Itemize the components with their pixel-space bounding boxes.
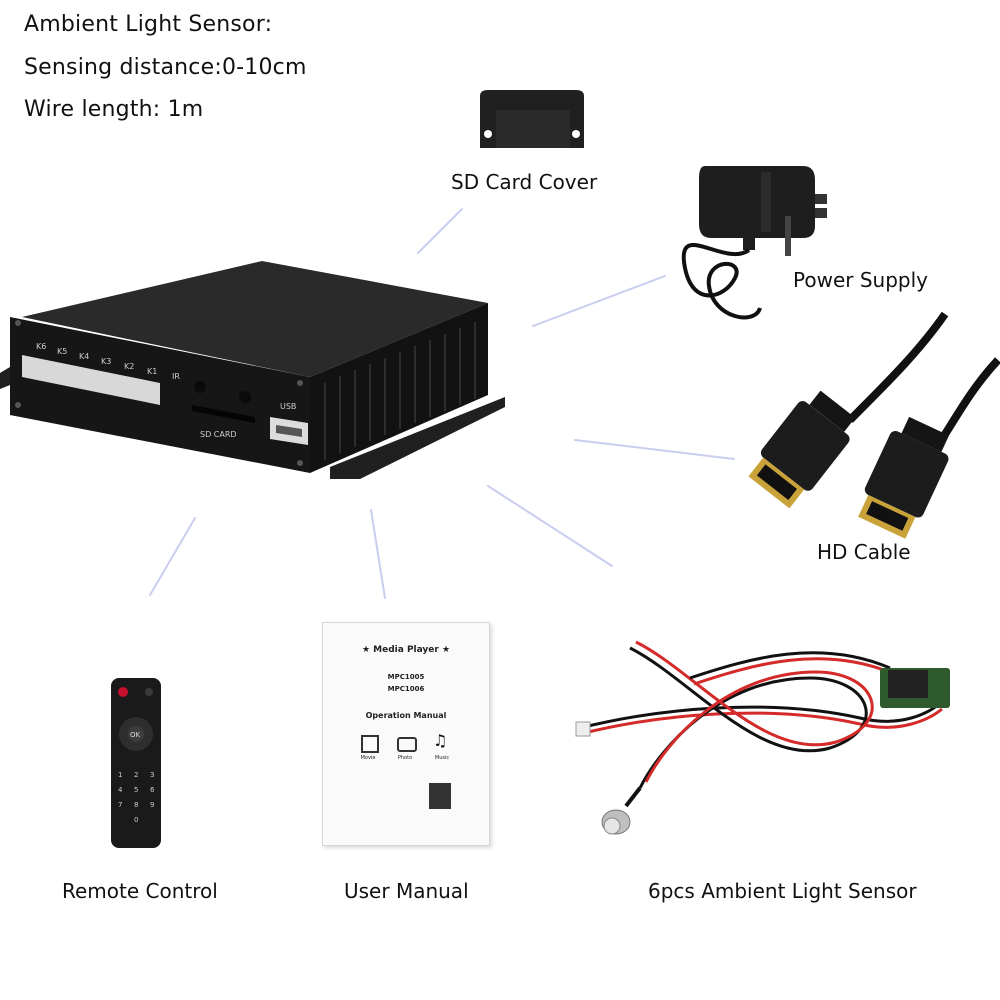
power-supply-image	[681, 166, 827, 320]
label-hd-cable: HD Cable	[817, 540, 911, 564]
movie-icon	[361, 735, 379, 753]
manual-icon-label: Photo	[397, 755, 413, 761]
device-button-label: K2	[124, 362, 134, 371]
device-button-label: IR	[172, 372, 180, 381]
remote-digit-key: 7	[118, 801, 122, 809]
device-usb-label: USB	[280, 402, 296, 411]
remote-control-image: OK 1 2 3 4 5 6 7 8 9 0	[111, 678, 161, 848]
remote-ok-key: OK	[130, 731, 141, 739]
manual-title: ★ Media Player ★	[361, 645, 451, 655]
spec-sensing-distance: Sensing distance:0-10cm	[24, 55, 307, 80]
manual-icon-label: Movie	[360, 755, 376, 761]
pointer-line-power	[532, 275, 666, 327]
ambient-light-sensor-image	[575, 640, 950, 835]
pointer-line-hd	[574, 439, 735, 460]
pointer-line-sensor	[487, 485, 613, 567]
label-power-supply: Power Supply	[793, 268, 928, 292]
remote-digit-key: 0	[134, 816, 138, 824]
device-button-label: K6	[36, 342, 46, 351]
remote-digit-key: 2	[134, 771, 138, 779]
device-button-label: K3	[101, 357, 111, 366]
device-sd-card-label: SD CARD	[200, 430, 237, 439]
remote-digit-key: 1	[118, 771, 122, 779]
media-player-device: K6 K5 K4 K3 K2 K1 IR SD CARD USB	[0, 261, 505, 479]
hd-cable-image	[748, 311, 1000, 539]
label-ambient-light-sensor: 6pcs Ambient Light Sensor	[648, 879, 917, 903]
remote-digit-key: 5	[134, 786, 138, 794]
label-remote-control: Remote Control	[62, 879, 218, 903]
manual-model-2: MPC1006	[387, 685, 425, 693]
manual-logo-icon	[429, 783, 451, 809]
remote-digit-key: 4	[118, 786, 123, 794]
manual-icon-label: Music	[434, 755, 450, 761]
remote-digit-key: 3	[150, 771, 154, 779]
spec-title: Ambient Light Sensor:	[24, 12, 273, 37]
pointer-line-sd	[417, 208, 463, 254]
device-button-label: K4	[79, 352, 89, 361]
device-button-label: K5	[57, 347, 67, 356]
music-icon: ♫	[433, 731, 448, 750]
manual-model-1: MPC1005	[387, 673, 425, 681]
spec-wire-length: Wire length: 1m	[24, 97, 204, 122]
sd-card-cover-image	[480, 90, 584, 148]
device-button-label: K1	[147, 367, 157, 376]
label-sd-card-cover: SD Card Cover	[451, 170, 598, 194]
remote-digit-key: 6	[150, 786, 155, 794]
pointer-line-remote	[149, 517, 196, 596]
manual-subtitle: Operation Manual	[365, 711, 447, 720]
pointer-line-manual	[370, 509, 386, 599]
remote-digit-key: 9	[150, 801, 154, 809]
label-user-manual: User Manual	[344, 879, 469, 903]
user-manual-booklet: ★ Media Player ★ MPC1005 MPC1006 Operati…	[322, 622, 490, 846]
photo-icon	[397, 737, 417, 752]
remote-digit-key: 8	[134, 801, 138, 809]
